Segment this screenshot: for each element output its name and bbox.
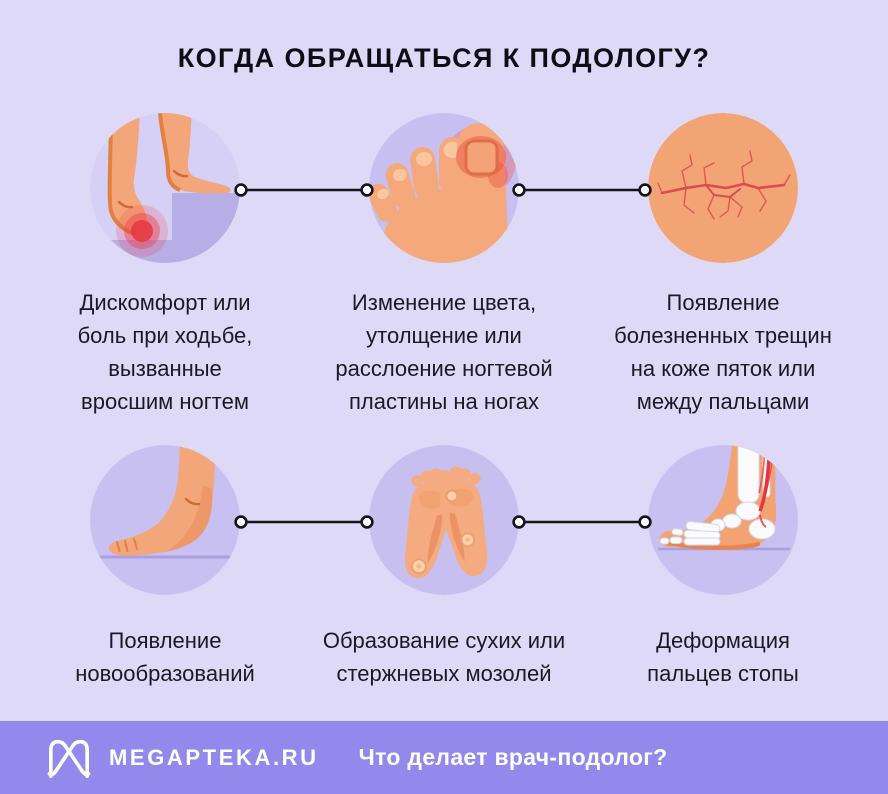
megapteka-m-logo-icon — [47, 739, 91, 778]
brand-name: MEGAPTEKA.RU — [109, 744, 319, 770]
item-label-painful-cracks: Появление болезненных трещин на коже пят… — [614, 290, 832, 414]
connector-dot-line — [234, 183, 374, 197]
footer-question: Что делает врач-подолог? — [358, 744, 668, 770]
ingrown-toenail-inflammation-illustration — [369, 113, 519, 263]
cracked-skin-icon — [648, 113, 798, 263]
item-label-calluses: Образование сухих или стержневых мозолей — [322, 628, 566, 686]
page-title: КОГДА ОБРАЩАТЬСЯ К ПОДОЛОГУ? — [177, 43, 711, 73]
item-label-toe-deformation: Деформация пальцев стопы — [647, 628, 799, 686]
foot-side-view-illustration — [90, 445, 240, 595]
item-label-nail-plate-changes: Изменение цвета, утолщение или расслоени… — [335, 290, 553, 414]
foot-side-view-icon — [90, 445, 240, 595]
walking-feet-pain-illustration — [90, 113, 240, 263]
item-label-neoplasms: Появление новообразований — [75, 628, 255, 686]
foot-soles-calluses-icon — [369, 445, 519, 595]
footer-bar: MEGAPTEKA.RU Что делает врач-подолог? — [0, 721, 888, 794]
foot-soles-calluses-illustration — [369, 445, 519, 595]
foot-skeleton-deformation-illustration — [648, 445, 798, 595]
item-label-ingrown-nail-pain: Дискомфорт или боль при ходьбе, вызванны… — [77, 290, 253, 414]
foot-skeleton-icon — [648, 445, 798, 595]
cracked-heel-skin-illustration — [648, 113, 798, 263]
connector-dot-line — [234, 515, 374, 529]
ingrown-toenail-icon — [369, 113, 519, 263]
walking-feet-pain-icon — [90, 113, 240, 263]
connector-dot-line — [512, 515, 652, 529]
connector-dot-line — [512, 183, 652, 197]
